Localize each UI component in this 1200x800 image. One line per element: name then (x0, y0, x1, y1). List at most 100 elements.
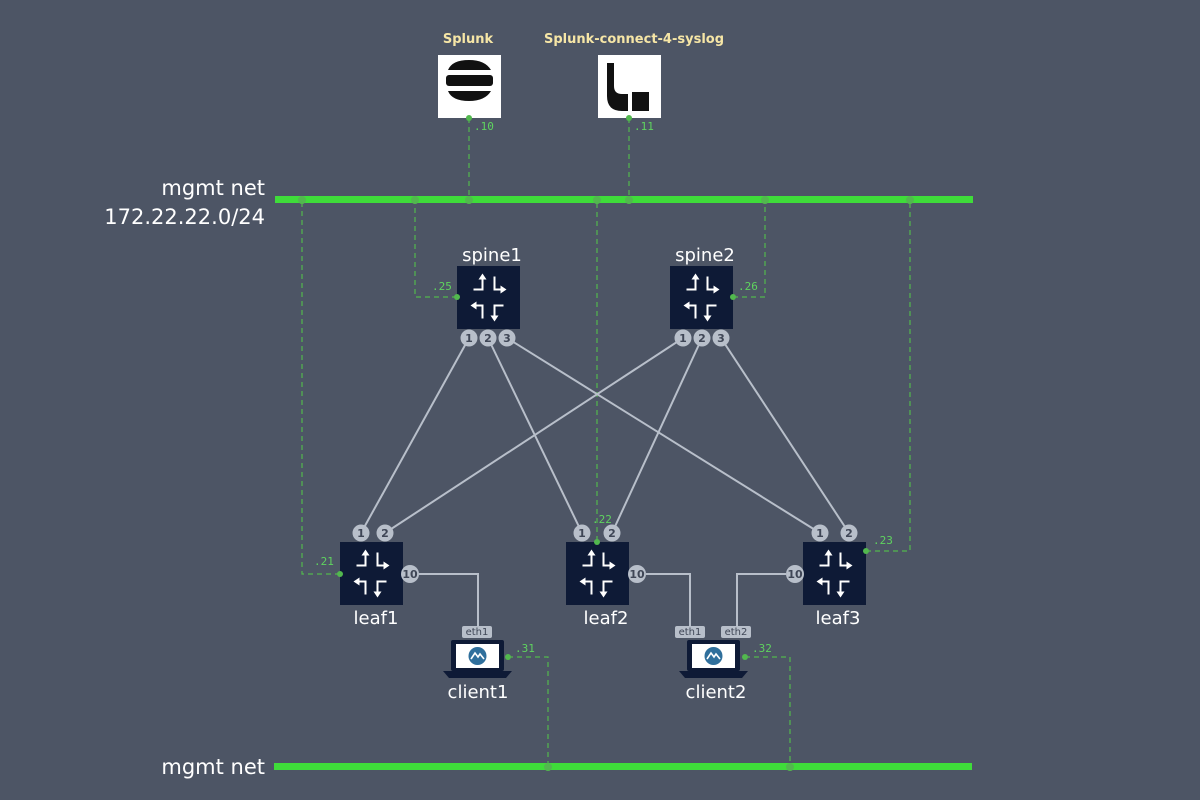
leaf1-port-1[interactable]: 1 (352, 524, 370, 542)
leaf2-port-10[interactable]: 10 (628, 565, 646, 583)
mgmt-link-leaf3 (866, 200, 911, 552)
link-spine2-leaf2 (611, 337, 703, 534)
mgmt-link-leaf1 (301, 200, 340, 575)
svg-text:1: 1 (578, 527, 586, 540)
leaf3-node[interactable]: .23 1 2 10 leaf3 (786, 524, 893, 630)
svg-text:1: 1 (816, 527, 824, 540)
spine2-box (670, 266, 733, 329)
sc4s-node[interactable]: Splunk-connect-4-syslog .11 (544, 32, 724, 133)
leaf1-port-2[interactable]: 2 (376, 524, 394, 542)
mgmt-port-dot (505, 654, 511, 660)
mgmt-net-top-label: mgmt net (161, 176, 265, 200)
mgmt-port-dot (594, 539, 600, 545)
mgmt-net-bottom-label: mgmt net (161, 755, 265, 779)
leaf2-port-2[interactable]: 2 (603, 524, 621, 542)
client2-ip: .32 (752, 642, 772, 655)
mgmt-net-top-subnet: 172.22.22.0/24 (104, 205, 265, 229)
svg-text:10: 10 (787, 568, 803, 581)
splunk-ip: .10 (474, 120, 494, 133)
spine1-port-3[interactable]: 3 (498, 329, 516, 347)
mgmt-port-dot (730, 294, 736, 300)
client2-node[interactable]: eth1 eth2 .32 client2 (675, 626, 772, 703)
svg-text:2: 2 (698, 332, 706, 345)
splunk-label: Splunk (443, 32, 494, 47)
mgmt-dot (411, 196, 419, 204)
svg-text:eth2: eth2 (725, 627, 748, 638)
svg-text:10: 10 (629, 568, 645, 581)
leaf2-label: leaf2 (584, 608, 629, 629)
spine2-port-3[interactable]: 3 (712, 329, 730, 347)
svg-text:2: 2 (484, 332, 492, 345)
spine1-label: spine1 (462, 245, 522, 266)
spine1-port-2[interactable]: 2 (479, 329, 497, 347)
leaf3-port-2[interactable]: 2 (840, 524, 858, 542)
leaf3-ip: .23 (873, 534, 893, 547)
laptop-icon (679, 640, 748, 678)
leaf3-box (803, 542, 866, 605)
spine1-ip: .25 (432, 280, 452, 293)
client1-node[interactable]: eth1 .31 client1 (443, 626, 535, 703)
client1-ip: .31 (515, 642, 535, 655)
spine2-node[interactable]: spine2 .26 1 2 3 (670, 245, 758, 347)
leaf1-port-10[interactable]: 10 (401, 565, 419, 583)
mgmt-port-dot (466, 115, 472, 121)
mgmt-links (298, 118, 914, 771)
spine1-port-1[interactable]: 1 (460, 329, 478, 347)
mgmt-port-dot (742, 654, 748, 660)
mgmt-port-dot (337, 571, 343, 577)
leaf1-ip: .21 (314, 555, 334, 568)
svg-text:1: 1 (465, 332, 473, 345)
leaf3-label: leaf3 (816, 608, 861, 629)
svg-text:2: 2 (845, 527, 853, 540)
leaf2-ip: .22 (592, 513, 612, 526)
svg-text:3: 3 (503, 332, 511, 345)
mgmt-net-top-bar (275, 196, 973, 203)
mgmt-dot (906, 196, 914, 204)
leaf3-port-1[interactable]: 1 (811, 524, 829, 542)
link-spine2-leaf3 (720, 337, 850, 534)
mgmt-link-spine1 (414, 200, 457, 298)
mgmt-dot (593, 196, 601, 204)
svg-text:3: 3 (717, 332, 725, 345)
spine2-port-1[interactable]: 1 (674, 329, 692, 347)
splunk-node[interactable]: Splunk .10 (438, 32, 501, 133)
link-spine2-leaf1 (384, 337, 684, 534)
mgmt-dot (786, 763, 794, 771)
leaf1-box (340, 542, 403, 605)
mgmt-dot (544, 763, 552, 771)
mgmt-port-dot (626, 115, 632, 121)
svg-text:2: 2 (381, 527, 389, 540)
splunk-connect-logo-icon (607, 63, 649, 111)
svg-text:10: 10 (402, 568, 418, 581)
spine2-port-2[interactable]: 2 (693, 329, 711, 347)
svg-text:eth1: eth1 (466, 627, 489, 638)
client2-label: client2 (686, 682, 747, 703)
spine1-box (457, 266, 520, 329)
link-leaf1-client1 (419, 573, 479, 626)
leaf1-node[interactable]: .21 1 2 10 leaf1 (314, 524, 419, 630)
sc4s-label: Splunk-connect-4-syslog (544, 32, 724, 47)
leaf1-label: leaf1 (354, 608, 399, 629)
spine1-node[interactable]: spine1 .25 1 2 3 (432, 245, 522, 347)
leaf2-node[interactable]: .22 1 2 10 leaf2 (566, 513, 646, 629)
svg-text:1: 1 (679, 332, 687, 345)
spine2-label: spine2 (675, 245, 735, 266)
mgmt-dot (761, 196, 769, 204)
client1-label: client1 (448, 682, 509, 703)
leaf2-port-1[interactable]: 1 (573, 524, 591, 542)
sc4s-ip: .11 (634, 120, 654, 133)
client2-iface-eth2[interactable]: eth2 (721, 626, 751, 638)
leaf2-box (566, 542, 629, 605)
svg-text:eth1: eth1 (679, 627, 702, 638)
client2-iface-eth1[interactable]: eth1 (675, 626, 705, 638)
client1-iface-eth1[interactable]: eth1 (462, 626, 492, 638)
link-leaf2-client2 (646, 573, 691, 626)
laptop-icon (443, 640, 512, 678)
mgmt-link-client1 (508, 656, 549, 767)
link-spine1-leaf1 (360, 337, 470, 534)
svg-text:1: 1 (357, 527, 365, 540)
link-spine1-leaf3 (506, 337, 821, 534)
spine2-ip: .26 (738, 280, 758, 293)
mgmt-link-client2 (745, 656, 791, 767)
leaf3-port-10[interactable]: 10 (786, 565, 804, 583)
